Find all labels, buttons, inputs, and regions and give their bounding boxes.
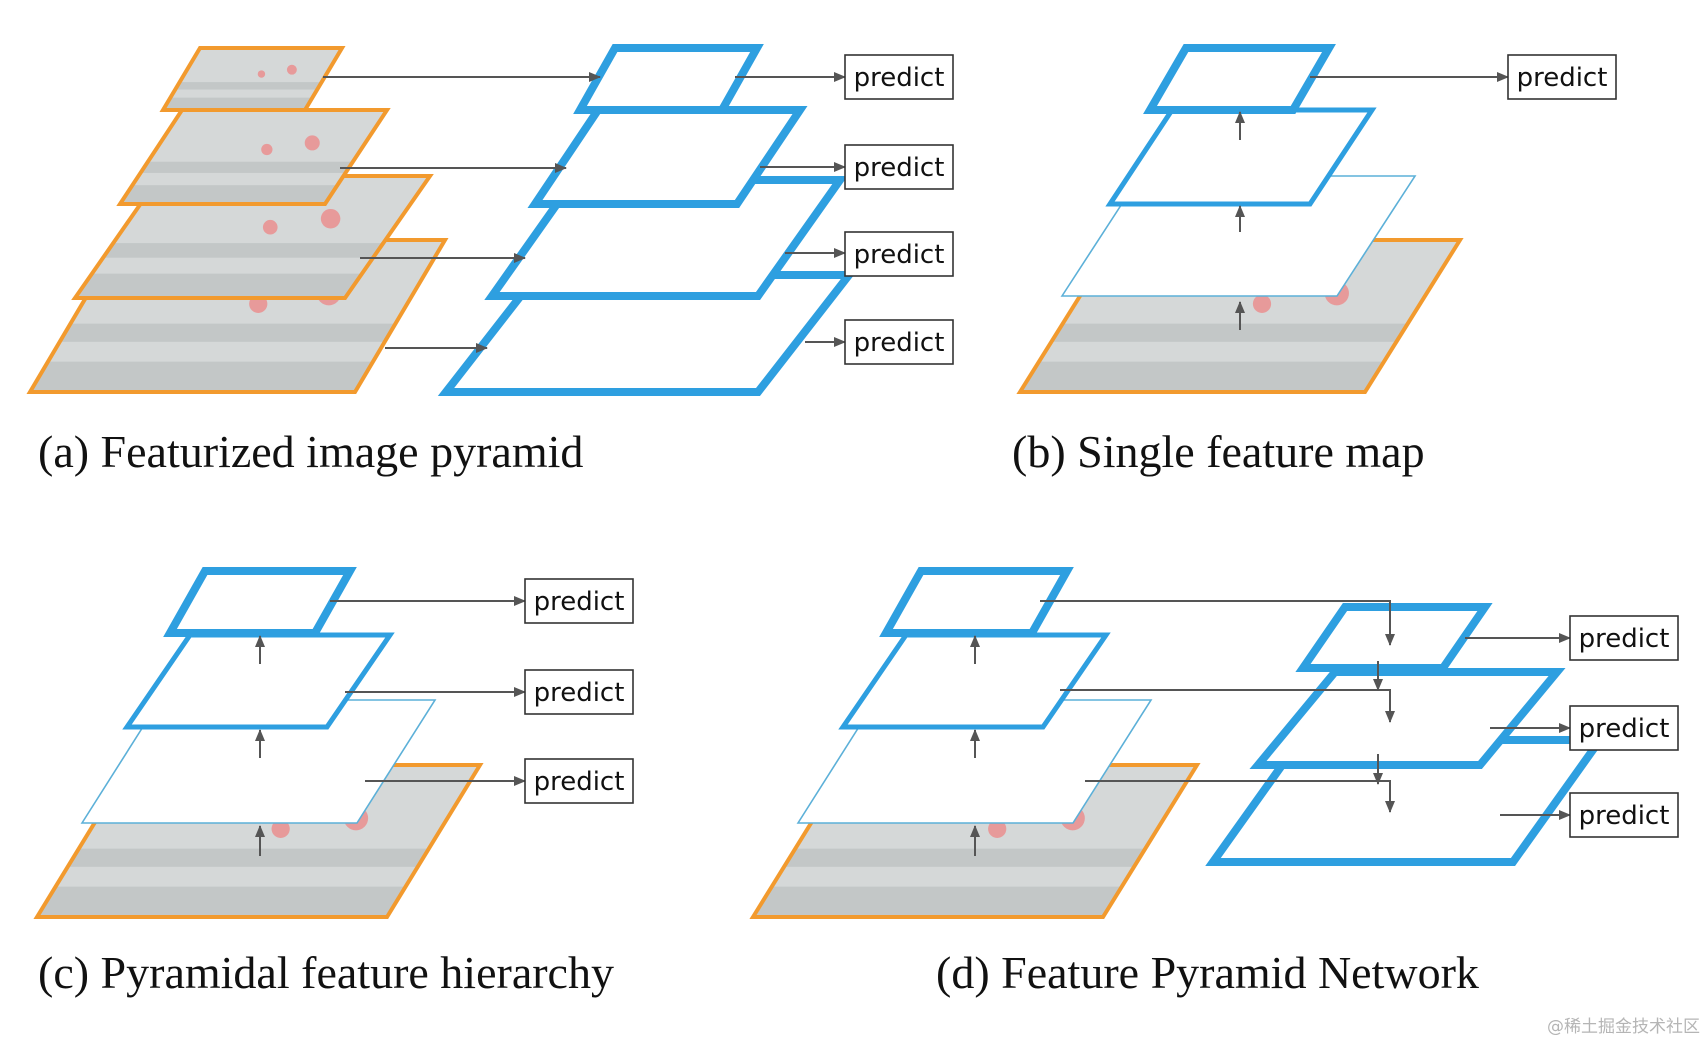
b-feature-level-2	[1105, 107, 1377, 207]
watermark: @稀土掘金技术社区	[1547, 1017, 1700, 1037]
predict-label: predict	[854, 328, 945, 358]
predict-label: predict	[1579, 801, 1670, 831]
caption-a: (a) Featurized image pyramid	[38, 426, 583, 477]
c-predict-1: predict	[524, 578, 634, 624]
feature-layer	[80, 44, 1608, 866]
predict-label: predict	[854, 63, 945, 93]
c-predict-3: predict	[524, 758, 634, 804]
predict-label: predict	[534, 678, 625, 708]
d-lateral-2	[1060, 689, 1395, 723]
predict-label: predict	[1517, 63, 1608, 93]
a-feature-level-3	[484, 176, 848, 300]
predict-label: predict	[534, 587, 625, 617]
b-feature-level-1	[1143, 44, 1336, 114]
predict-label: predict	[534, 767, 625, 797]
predict-label: predict	[854, 240, 945, 270]
d-lateral-1	[1040, 600, 1395, 646]
d-predict-2: predict	[1569, 705, 1679, 751]
c-predict-2: predict	[524, 669, 634, 715]
d-lateral-3	[1085, 780, 1395, 813]
d-feature-bu-2	[838, 632, 1111, 730]
predict-label: predict	[1579, 624, 1670, 654]
d-feature-td-2	[1249, 668, 1566, 769]
a-predict-3: predict	[844, 231, 954, 277]
c-feature-level-3	[80, 699, 437, 824]
d-predict-3: predict	[1569, 792, 1679, 838]
caption-d: (d) Feature Pyramid Network	[936, 947, 1479, 998]
predict-label: predict	[854, 153, 945, 183]
caption-b: (b) Single feature map	[1012, 426, 1425, 477]
c-feature-level-1	[163, 567, 357, 637]
a-feature-level-1	[573, 44, 764, 114]
a-feature-level-2	[527, 106, 808, 208]
predict-label: predict	[1579, 714, 1670, 744]
c-feature-level-2	[122, 632, 395, 730]
arrow-layer	[255, 72, 1571, 856]
d-feature-bu-3	[796, 699, 1153, 824]
predict-layer: predict predict predict predict predict predi…	[524, 54, 1679, 838]
d-feature-bu-1	[879, 567, 1074, 637]
d-feature-td-1	[1295, 603, 1493, 672]
d-predict-1: predict	[1569, 615, 1679, 661]
a-predict-2: predict	[844, 144, 954, 190]
caption-c: (c) Pyramidal feature hierarchy	[38, 947, 614, 998]
a-image-level-1	[159, 46, 346, 112]
a-predict-1: predict	[844, 54, 954, 100]
b-predict: predict	[1507, 54, 1617, 100]
a-predict-4: predict	[844, 319, 954, 365]
